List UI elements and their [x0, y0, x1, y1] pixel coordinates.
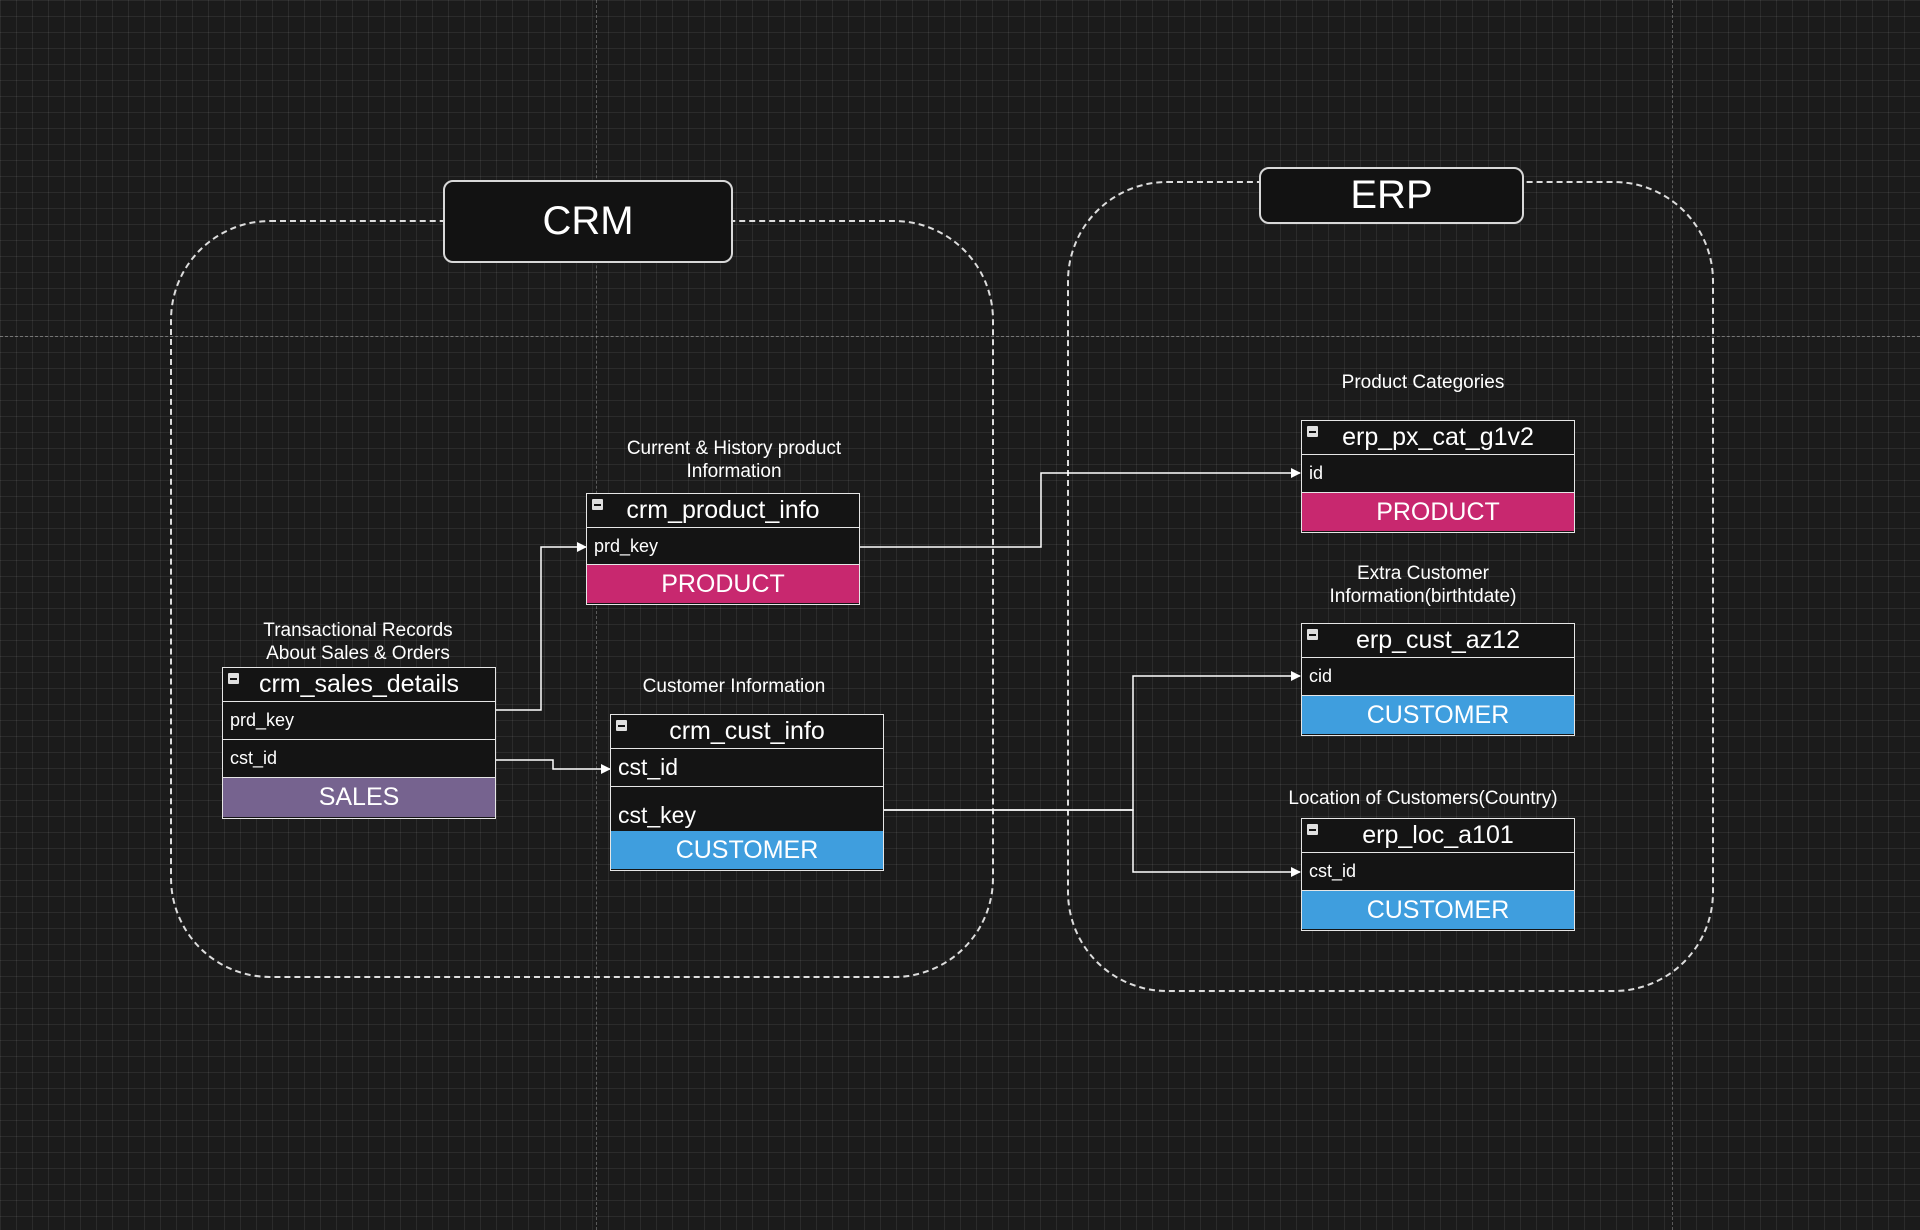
entity-name: erp_loc_a101 [1362, 821, 1514, 849]
relationship-customer-to-extra-info[interactable] [884, 671, 1301, 811]
entity-header: erp_loc_a101 [1302, 819, 1574, 853]
entity-tag-customer: CUSTOMER [1302, 696, 1574, 734]
caption-line: About Sales & Orders [266, 643, 450, 664]
entity-erp-loc-a101[interactable]: erp_loc_a101 cst_id CUSTOMER [1301, 818, 1575, 931]
entity-crm-cust-info[interactable]: crm_cust_info cst_id cst_key CUSTOMER [610, 714, 884, 871]
entity-name: erp_px_cat_g1v2 [1342, 423, 1534, 451]
page-guide-vertical [596, 0, 597, 1230]
collapse-icon[interactable] [1307, 629, 1318, 640]
entity-tag-customer: CUSTOMER [611, 831, 883, 869]
caption-line: Extra Customer [1357, 563, 1489, 584]
entity-crm-product-info[interactable]: crm_product_info prd_key PRODUCT [586, 493, 860, 605]
entity-crm-sales-details[interactable]: crm_sales_details prd_key cst_id SALES [222, 667, 496, 819]
entity-tag-product: PRODUCT [1302, 493, 1574, 531]
relationship-sales-to-product[interactable] [495, 542, 587, 711]
entity-header: crm_cust_info [611, 715, 883, 749]
erp-loc-a101-caption: Location of Customers(Country) [1273, 787, 1573, 810]
entity-tag-product: PRODUCT [587, 565, 859, 603]
caption-line: Product Categories [1341, 372, 1505, 393]
entity-name: erp_cust_az12 [1355, 626, 1520, 654]
caption-line: Current & History product [626, 438, 842, 459]
entity-field-cst-id[interactable]: cst_id [1302, 853, 1574, 891]
entity-erp-px-cat-g1v2[interactable]: erp_px_cat_g1v2 id PRODUCT [1301, 420, 1575, 533]
entity-name: crm_cust_info [669, 717, 825, 745]
entity-tag-customer: CUSTOMER [1302, 891, 1574, 929]
entity-field-cid[interactable]: cid [1302, 658, 1574, 696]
entity-field-cst-id[interactable]: cst_id [611, 749, 883, 787]
entity-field-id[interactable]: id [1302, 455, 1574, 493]
page-guide-horizontal [0, 336, 1920, 337]
collapse-icon[interactable] [616, 720, 627, 731]
entity-field-cst-id[interactable]: cst_id [223, 740, 495, 778]
relationship-sales-to-customer[interactable] [495, 759, 611, 774]
crm-cust-info-caption: Customer Information [584, 675, 884, 698]
erp-group-title[interactable]: ERP [1259, 167, 1524, 224]
collapse-icon[interactable] [1307, 824, 1318, 835]
caption-line: Information [686, 461, 782, 482]
entity-erp-cust-az12[interactable]: erp_cust_az12 cid CUSTOMER [1301, 623, 1575, 736]
entity-field-prd-key[interactable]: prd_key [223, 702, 495, 740]
erp-px-cat-g1v2-caption: Product Categories [1273, 371, 1573, 394]
entity-field-cst-key[interactable]: cst_key [618, 802, 696, 828]
entity-header: crm_product_info [587, 494, 859, 528]
entity-header: erp_cust_az12 [1302, 624, 1574, 658]
entity-tag-sales: SALES [223, 778, 495, 817]
relationship-customer-to-location[interactable] [884, 809, 1301, 877]
caption-line: Information(birthtdate) [1329, 586, 1517, 607]
collapse-icon[interactable] [592, 499, 603, 510]
entity-field-prd-key[interactable]: prd_key [587, 528, 859, 565]
crm-product-info-caption: Current & History product Information [584, 437, 884, 483]
entity-header: erp_px_cat_g1v2 [1302, 421, 1574, 455]
crm-sales-details-caption: Transactional Records About Sales & Orde… [208, 619, 508, 665]
entity-name: crm_sales_details [258, 670, 460, 698]
relationship-product-to-category[interactable] [860, 468, 1301, 548]
entity-name: crm_product_info [626, 496, 820, 524]
caption-line: Customer Information [642, 676, 826, 697]
caption-line: Location of Customers(Country) [1288, 788, 1558, 809]
erp-cust-az12-caption: Extra Customer Information(birthtdate) [1273, 562, 1573, 608]
entity-header: crm_sales_details [223, 668, 495, 702]
collapse-icon[interactable] [1307, 426, 1318, 437]
collapse-icon[interactable] [228, 673, 239, 684]
caption-line: Transactional Records [263, 620, 453, 641]
crm-group-title[interactable]: CRM [443, 180, 733, 263]
page-guide-vertical [1672, 0, 1673, 1230]
